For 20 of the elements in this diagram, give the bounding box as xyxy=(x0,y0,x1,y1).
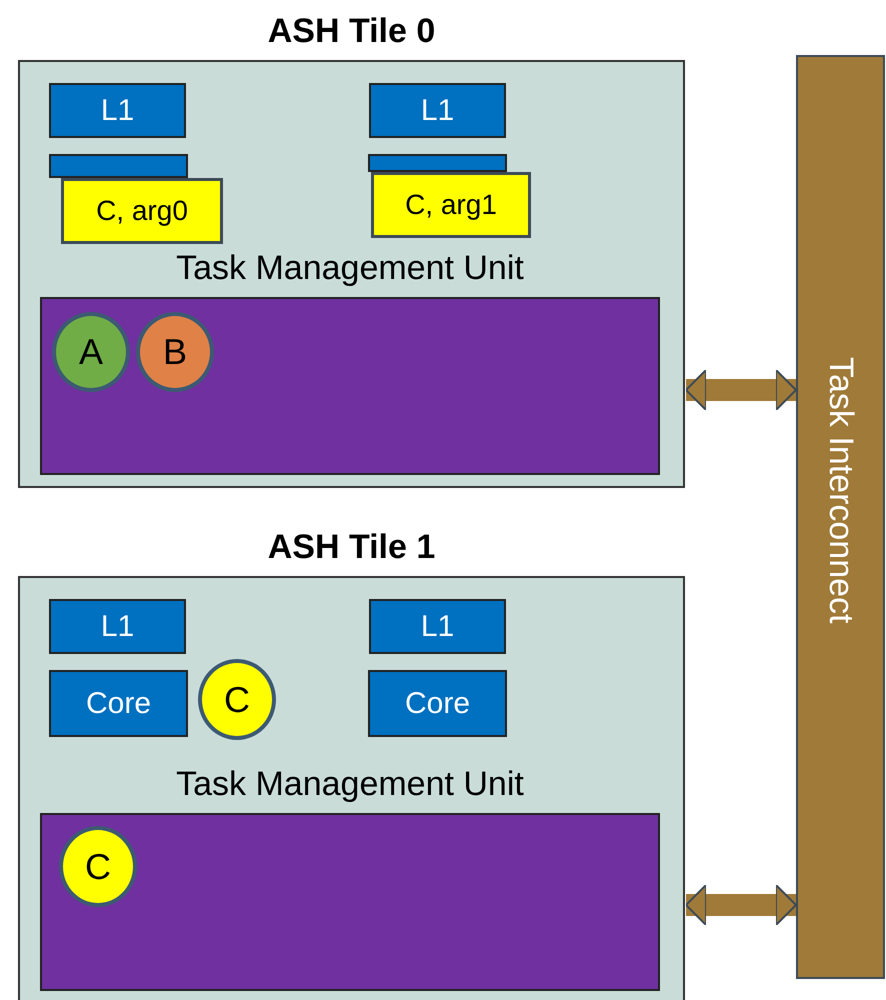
block-box: L1 xyxy=(369,599,506,654)
block-box: Core xyxy=(368,670,507,737)
interconnect-label: Task Interconnect xyxy=(821,357,860,624)
unit-heading: Task Management Unit xyxy=(176,765,524,804)
task-circle: C xyxy=(59,826,137,907)
tile-heading: ASH Tile 1 xyxy=(268,528,436,567)
block-box: L1 xyxy=(369,83,506,138)
task-note: C, arg0 xyxy=(61,178,223,244)
interconnect-bar xyxy=(796,55,885,979)
block-box: L1 xyxy=(49,83,186,138)
block-box: Core xyxy=(49,670,188,737)
core-box xyxy=(49,154,188,178)
task-circle: B xyxy=(136,312,214,392)
tile-heading: ASH Tile 0 xyxy=(268,12,436,51)
unit-heading: Task Management Unit xyxy=(176,249,524,288)
task-circle: C xyxy=(198,659,276,740)
task-circle: A xyxy=(52,312,130,392)
core-box xyxy=(368,154,507,172)
block-box: L1 xyxy=(49,599,186,654)
task-note: C, arg1 xyxy=(371,172,531,238)
